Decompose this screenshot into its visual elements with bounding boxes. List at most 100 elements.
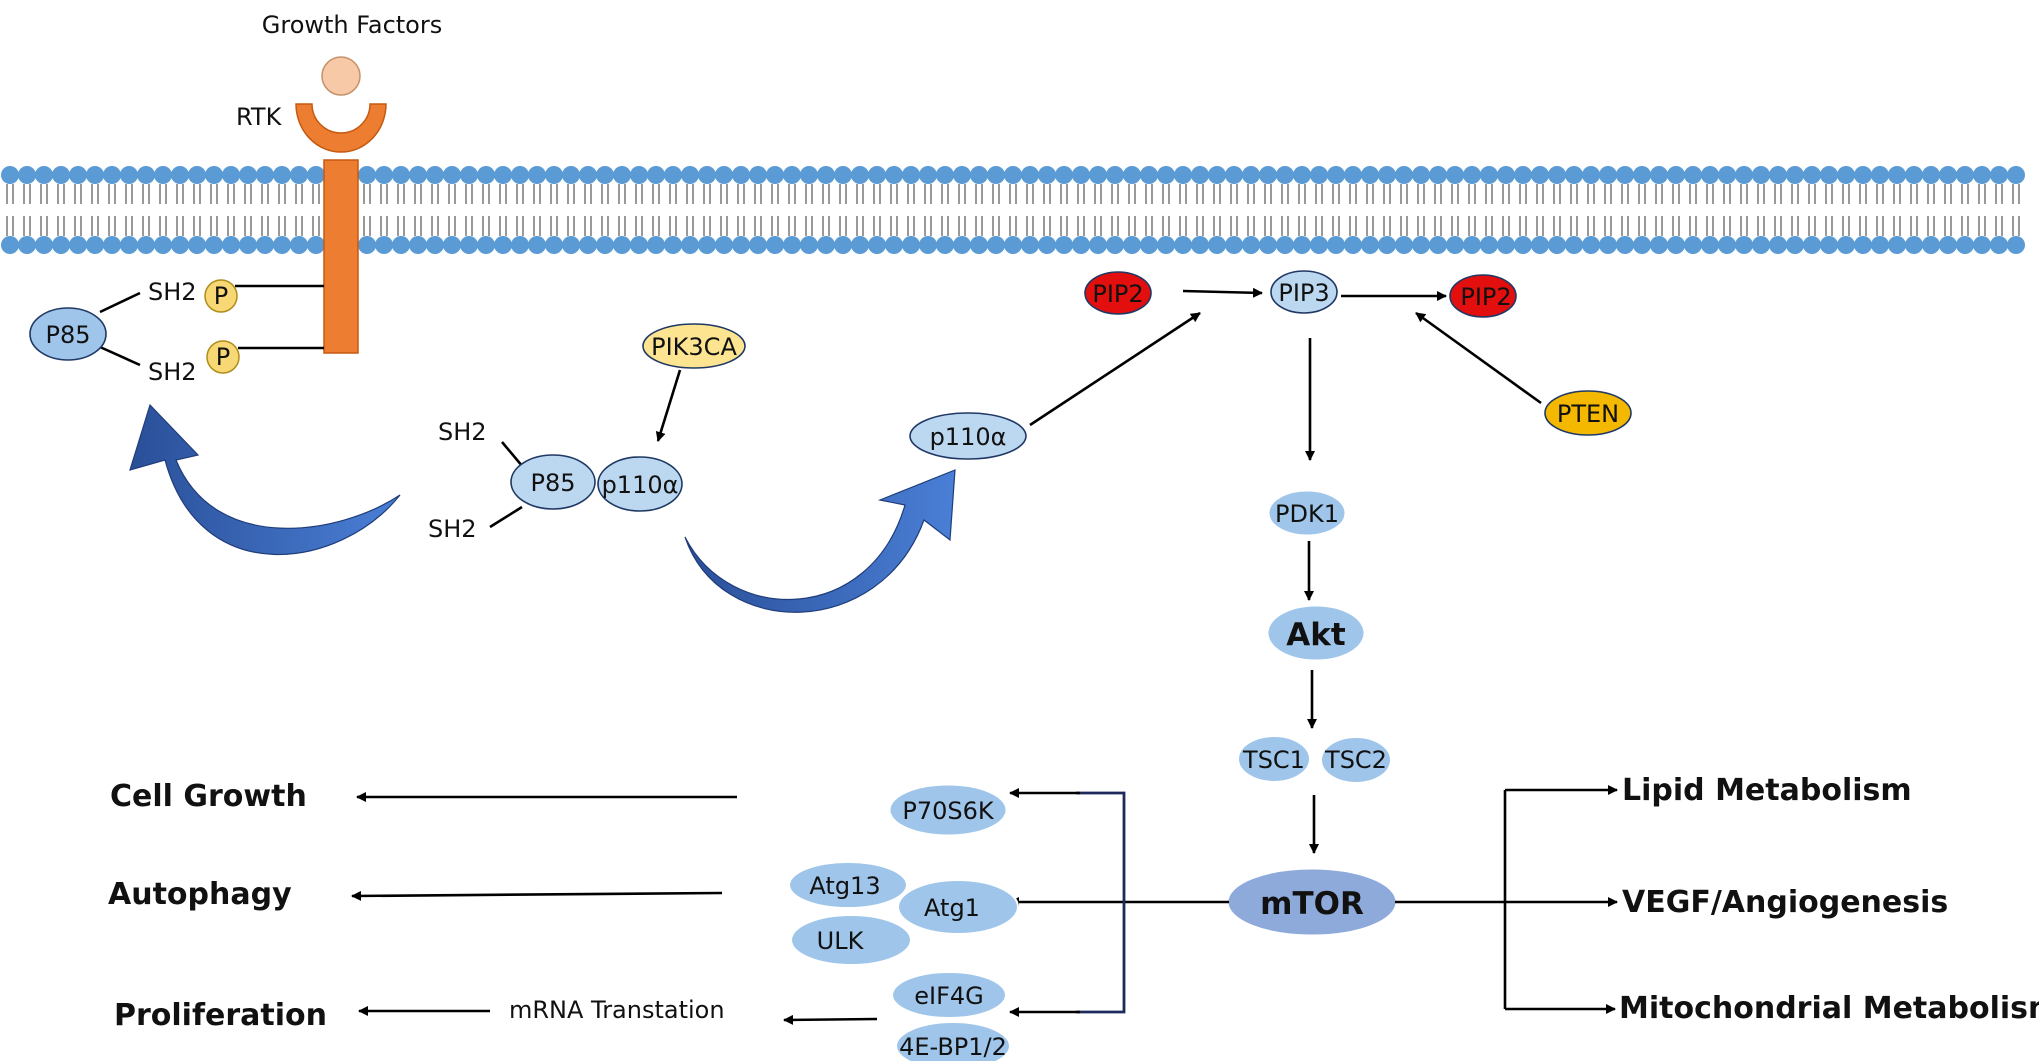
lipid-head-bottom: [154, 236, 172, 254]
lipid-head-top: [1140, 166, 1158, 184]
lipid-head-bottom: [1123, 236, 1141, 254]
lipid-head-bottom: [1854, 236, 1872, 254]
tsc2-label: TSC2: [1324, 746, 1387, 774]
lipid-head-top: [171, 166, 189, 184]
lipid-head-bottom: [222, 236, 240, 254]
lipid-head-top: [358, 166, 376, 184]
p110a-node-free: [909, 412, 1027, 460]
curved-arrow-to-rtk: [129, 403, 401, 555]
pdk1-node: [1269, 491, 1345, 535]
lipid-head-top: [1633, 166, 1651, 184]
lipid-head-top: [477, 166, 495, 184]
vegf-angiogenesis-label: VEGF/Angiogenesis: [1622, 885, 1948, 920]
lipid-head-bottom: [426, 236, 444, 254]
lipid-head-bottom: [1718, 236, 1736, 254]
lipid-head-top: [1684, 166, 1702, 184]
lipid-head-bottom: [1191, 236, 1209, 254]
lipid-head-top: [1616, 166, 1634, 184]
lipid-head-top: [1854, 166, 1872, 184]
pik3ca-label: PIK3CA: [651, 333, 737, 361]
lipid-head-top: [783, 166, 801, 184]
pip3-label: PIP3: [1278, 279, 1329, 307]
lipid-head-bottom: [715, 236, 733, 254]
pip2-right-node: [1449, 274, 1517, 318]
lipid-head-bottom: [375, 236, 393, 254]
lipid-head-top: [579, 166, 597, 184]
lipid-head-bottom: [511, 236, 529, 254]
lipid-head-top: [1990, 166, 2008, 184]
pip2-to-pip3-arrow: [1182, 287, 1263, 298]
lipid-head-bottom: [1225, 236, 1243, 254]
lipid-head-top: [1089, 166, 1107, 184]
lipid-head-bottom: [1752, 236, 1770, 254]
p85-label-bound: P85: [45, 321, 90, 349]
bp12-label: 4E-BP1/2: [899, 1033, 1007, 1061]
mrna-translation-label: mRNA Transtation: [509, 996, 725, 1024]
lipid-head-top: [120, 166, 138, 184]
lipid-head-bottom: [307, 236, 325, 254]
lipid-head-top: [1055, 166, 1073, 184]
mitochondrial-metabolism-label: Mitochondrial Metabolism: [1619, 991, 2039, 1026]
p110a-label-free: p110α: [930, 423, 1007, 451]
pip3-node: [1270, 270, 1338, 314]
lipid-head-top: [511, 166, 529, 184]
sh2-complex-bottom: SH2: [428, 515, 477, 543]
lipid-head-top: [1293, 166, 1311, 184]
tsc1-node: [1237, 735, 1311, 783]
lipid-head-top: [732, 166, 750, 184]
lipid-head-top: [1956, 166, 1974, 184]
phospho-top-label: P: [214, 282, 228, 310]
lipid-head-top: [239, 166, 257, 184]
lipid-head-bottom: [1038, 236, 1056, 254]
lipid-head-bottom: [1871, 236, 1889, 254]
pten-node: [1544, 390, 1632, 436]
lipid-head-bottom: [1888, 236, 1906, 254]
lipid-head-bottom: [18, 236, 36, 254]
lipid-head-bottom: [188, 236, 206, 254]
lipid-head-bottom: [1480, 236, 1498, 254]
lipid-head-top: [1344, 166, 1362, 184]
lipid-head-top: [885, 166, 903, 184]
lipid-head-top: [1446, 166, 1464, 184]
lipid-head-top: [1276, 166, 1294, 184]
lipid-head-bottom: [1276, 236, 1294, 254]
lipid-head-bottom: [1650, 236, 1668, 254]
lipid-head-top: [1701, 166, 1719, 184]
lipid-head-bottom: [1956, 236, 1974, 254]
lipid-head-top: [1378, 166, 1396, 184]
lipid-head-bottom: [1769, 236, 1787, 254]
lipid-head-top: [103, 166, 121, 184]
lipid-head-bottom: [800, 236, 818, 254]
lipid-head-top: [494, 166, 512, 184]
pip2-right-label: PIP2: [1460, 283, 1511, 311]
lipid-head-top: [375, 166, 393, 184]
lipid-head-bottom: [613, 236, 631, 254]
lipid-head-bottom: [1684, 236, 1702, 254]
lipid-metabolism-label: Lipid Metabolism: [1622, 773, 1912, 808]
lipid-head-bottom: [681, 236, 699, 254]
lipid-head-top: [52, 166, 70, 184]
lipid-head-bottom: [1633, 236, 1651, 254]
p85-node-complex: [510, 454, 596, 510]
lipid-head-top: [817, 166, 835, 184]
lipid-head-bottom: [528, 236, 546, 254]
lipid-head-top: [613, 166, 631, 184]
lipid-head-top: [1, 166, 19, 184]
lipid-head-top: [1004, 166, 1022, 184]
pip2-left-label: PIP2: [1092, 280, 1143, 308]
lipid-head-bottom: [1310, 236, 1328, 254]
lipid-head-bottom: [1565, 236, 1583, 254]
lipid-head-bottom: [35, 236, 53, 254]
sh2-label-bottom: SH2: [148, 358, 197, 386]
lipid-head-bottom: [1, 236, 19, 254]
lipid-head-bottom: [1463, 236, 1481, 254]
lipid-head-top: [1582, 166, 1600, 184]
pik3ca-node: [642, 323, 746, 369]
lipid-head-top: [137, 166, 155, 184]
autophagy-label: Autophagy: [108, 877, 292, 912]
lipid-head-bottom: [1429, 236, 1447, 254]
lipid-head-top: [1548, 166, 1566, 184]
lipid-head-top: [545, 166, 563, 184]
lipid-head-top: [188, 166, 206, 184]
lipid-head-top: [664, 166, 682, 184]
